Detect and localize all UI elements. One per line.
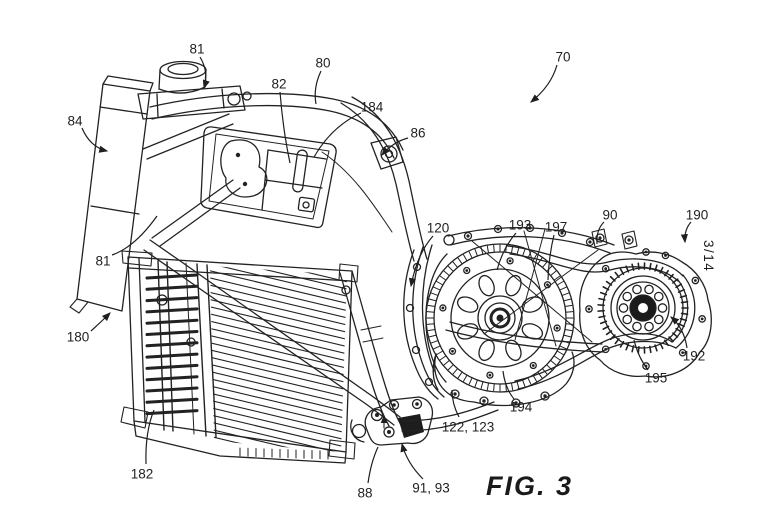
leader-line-82 — [279, 91, 291, 164]
ref-label-90: 90 — [602, 208, 617, 223]
ref-label-81: 81 — [189, 42, 204, 57]
sprocket-teeth — [597, 262, 689, 354]
radiator-bottom-ticks — [239, 447, 329, 460]
ref-label-184: 184 — [361, 100, 384, 115]
ref-label-120: 120 — [427, 221, 450, 236]
ref-label-182: 182 — [131, 467, 154, 482]
leader-line-90 — [596, 221, 605, 245]
engine-assembly-art — [69, 60, 712, 464]
pulley-lightening-holes — [456, 274, 544, 362]
driven-sprocket — [579, 228, 712, 378]
ref-label-82: 82 — [271, 77, 286, 92]
ref-label-80: 80 — [315, 56, 330, 71]
leader-line-190 — [680, 221, 692, 244]
crankcase-cover — [403, 244, 445, 400]
bearing-balls — [618, 284, 668, 332]
radiator — [120, 250, 359, 464]
ref-label-194: 194 — [510, 400, 533, 415]
ref-label-180: 180 — [67, 330, 90, 345]
leader-line-195 — [633, 339, 649, 371]
ref-label-195: 195 — [645, 371, 668, 386]
ref-label-88: 88 — [357, 486, 372, 501]
cvt-housing-bottom — [432, 351, 575, 408]
primary-pulley — [425, 243, 575, 393]
subframe-truss — [443, 223, 615, 353]
leader-line-91-93 — [400, 442, 424, 480]
leader-line-122-123 — [451, 389, 460, 418]
ref-label-86: 86 — [410, 126, 425, 141]
leader-line-182 — [145, 409, 155, 465]
leader-line-81 — [199, 56, 210, 90]
ref-label-91-93: 91, 93 — [412, 481, 450, 496]
side-panel — [69, 75, 154, 314]
radiator-hatching — [210, 266, 347, 452]
sheet-number-label: 3/14 — [701, 240, 716, 273]
ref-label-192: 192 — [683, 349, 706, 364]
leader-line-86 — [381, 137, 409, 156]
leader-line-192 — [670, 316, 688, 349]
reference-numerals: 81 80 82 184 86 84 81 70 120 193 197 90 190 192 195 194… — [67, 42, 709, 501]
leader-line-120 — [408, 235, 434, 288]
leader-line-197 — [547, 234, 555, 281]
ref-label-190: 190 — [686, 208, 709, 223]
front-downtube — [339, 270, 402, 427]
housing-bolts — [585, 248, 706, 370]
leader-line-193 — [496, 232, 517, 271]
ref-label-84: 84 — [67, 114, 83, 129]
frame-tubes — [142, 92, 428, 426]
pulley-rim-bolts — [439, 257, 561, 379]
ref-label-122-123: 122, 123 — [442, 420, 495, 435]
ref-label-70: 70 — [555, 50, 570, 65]
figure-caption: FIG. 3 — [486, 471, 574, 501]
leader-line-80 — [314, 70, 322, 105]
leader-line-70 — [530, 64, 558, 103]
leader-lines — [81, 56, 692, 484]
ref-label-197: 197 — [545, 220, 568, 235]
ref-label-193: 193 — [509, 218, 532, 233]
leader-line-180 — [90, 312, 111, 332]
leader-line-194 — [502, 370, 515, 400]
leader-line-88 — [367, 446, 379, 484]
airbox-cover — [200, 126, 337, 229]
leader-line-84 — [81, 127, 109, 153]
ref-label-81: 81 — [95, 254, 110, 269]
leader-line-184 — [313, 112, 362, 158]
leader-line-81 — [111, 215, 158, 256]
